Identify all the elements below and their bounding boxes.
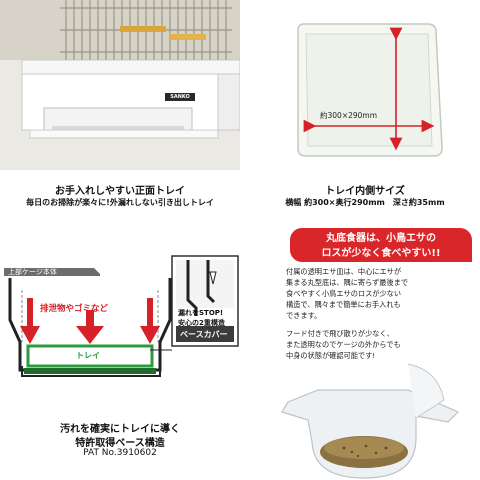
leak-stop-label-1: 漏れをSTOP! [178, 309, 224, 317]
dish-desc-1: 付属の透明エサ皿は、中心にエサが [286, 267, 402, 276]
dish-desc-4: 構造で、隅々まで簡単にお手入れも [286, 300, 401, 309]
banner-line-2: ロスが少なく食べやすい!! [321, 248, 441, 259]
tray-photo: 約300×290mm [250, 0, 480, 170]
tray-illustration [297, 23, 443, 157]
dish-desc-5: できます。 [286, 311, 322, 320]
banner-line-1: 丸底食器は、小鳥エサの [326, 233, 436, 244]
cage-illustration [0, 0, 240, 170]
dish-desc-7: フード付きで飛び散りが少なく、 [286, 329, 394, 338]
diagram-title-line2: 特許取得ベース構造 [75, 438, 165, 449]
diagram-title-line1: 汚れを確実にトレイに導く [60, 424, 180, 435]
patent-number: PAT No.3910602 [83, 448, 157, 458]
base-structure-diagram: 上部ケージ本体 排泄物やゴミなど トレイ 漏れをSTOP! 安心の2重構造 ベー… [0, 250, 240, 390]
dish-desc-9: 中身の状態が確認可能です! [286, 351, 376, 360]
brand-label: SANKO [165, 93, 195, 101]
dish-desc-3: 食べやすく小鳥エサのロスが少ない [286, 289, 402, 298]
feeding-dish-panel: 丸底食器は、小鳥エサの ロスが少なく食べやすい!! 付属の透明エサ皿は、中心にエ… [248, 224, 480, 480]
cage-panel-title: お手入れしやすい正面トレイ [55, 186, 185, 197]
tray-panel-title: トレイ内側サイズ [325, 186, 405, 197]
tray-dimension-label: 約300×290mm [320, 111, 378, 120]
base-cover-label: ベースカバー [180, 330, 228, 339]
leak-stop-label-2: 安心の2重構造 [178, 319, 225, 327]
dish-desc-2: 集まる丸型底は、隅に寄らず最後まで [286, 278, 409, 287]
tray-panel-subtitle: 横幅 約300×奥行290mm 深さ約35mm [285, 198, 445, 207]
dish-banner: 丸底食器は、小鳥エサの ロスが少なく食べやすい!! [290, 228, 472, 262]
cage-body-label: 上部ケージ本体 [8, 268, 57, 276]
cage-panel-subtitle: 毎日のお掃除が楽々に!外漏れしない引き出しトレイ [26, 198, 214, 207]
dish-desc-8: また透明なのでケージの外からでも [286, 340, 401, 349]
diagram-drawing [4, 255, 239, 377]
feeding-dish-illustration [281, 363, 460, 479]
cage-tray-photo: SANKO [0, 0, 240, 170]
debris-label: 排泄物やゴミなど [40, 304, 109, 314]
tray-label: トレイ [76, 351, 100, 360]
